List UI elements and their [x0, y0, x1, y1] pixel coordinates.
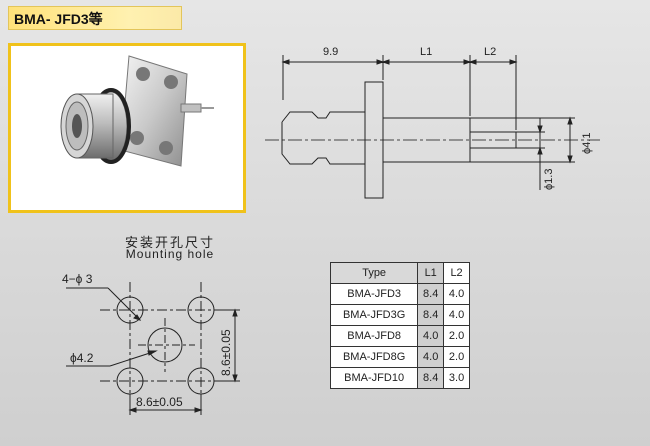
mounting-title: 安装开孔尺寸	[124, 235, 215, 250]
dim-label-l1: L1	[420, 46, 432, 58]
cell-l2: 4.0	[443, 283, 470, 305]
cell-l1: 8.4	[417, 304, 445, 326]
page-title: BMA- JFD3等	[14, 11, 103, 27]
table-header-row: Type L1 L2	[329, 262, 470, 284]
table-row: BMA-JFD3G 8.4 4.0	[329, 304, 470, 326]
table-row: BMA-JFD8G 4.0 2.0	[329, 346, 470, 368]
dim-label-9-9: 9.9	[323, 46, 338, 58]
header-type: Type	[329, 262, 419, 284]
dim-label-dia-1-3: ϕ1.3	[543, 169, 555, 190]
table-row: BMA-JFD8 4.0 2.0	[329, 325, 470, 347]
table-row: BMA-JFD10 8.4 3.0	[329, 367, 470, 389]
title-banner	[8, 6, 182, 30]
cell-type: BMA-JFD8G	[329, 346, 419, 368]
cell-type: BMA-JFD3G	[329, 304, 419, 326]
cell-l2: 3.0	[443, 367, 470, 389]
center-hole-label: ϕ4.2	[70, 351, 94, 365]
holes-label: 4−ϕ 3	[62, 272, 93, 286]
cell-l2: 2.0	[443, 346, 470, 368]
cell-type: BMA-JFD10	[329, 367, 419, 389]
vertical-spacing-label: 8.6±0.05	[219, 329, 233, 376]
mounting-subtitle: Mounting hole	[125, 247, 215, 261]
cell-type: BMA-JFD8	[329, 325, 419, 347]
horizontal-spacing-label: 8.6±0.05	[136, 395, 183, 409]
cell-l1: 4.0	[417, 346, 445, 368]
cell-l1: 8.4	[417, 367, 445, 389]
cell-type: BMA-JFD3	[329, 283, 419, 305]
table-row: BMA-JFD3 8.4 4.0	[329, 283, 470, 305]
cell-l2: 4.0	[443, 304, 470, 326]
dim-label-l2: L2	[484, 46, 496, 58]
side-view-drawing	[265, 55, 600, 199]
spec-table: Type L1 L2 BMA-JFD3 8.4 4.0 BMA-JFD3G 8.…	[329, 262, 470, 389]
cell-l2: 2.0	[443, 325, 470, 347]
connector-photo-icon	[60, 55, 214, 167]
hole-pattern-drawing	[66, 282, 240, 415]
product-photo	[8, 43, 246, 213]
cell-l1: 8.4	[417, 283, 445, 305]
header-l1: L1	[417, 262, 445, 284]
header-l2: L2	[443, 262, 470, 284]
cell-l1: 4.0	[417, 325, 445, 347]
dim-label-dia-4-1: ϕ4.1	[581, 133, 593, 154]
